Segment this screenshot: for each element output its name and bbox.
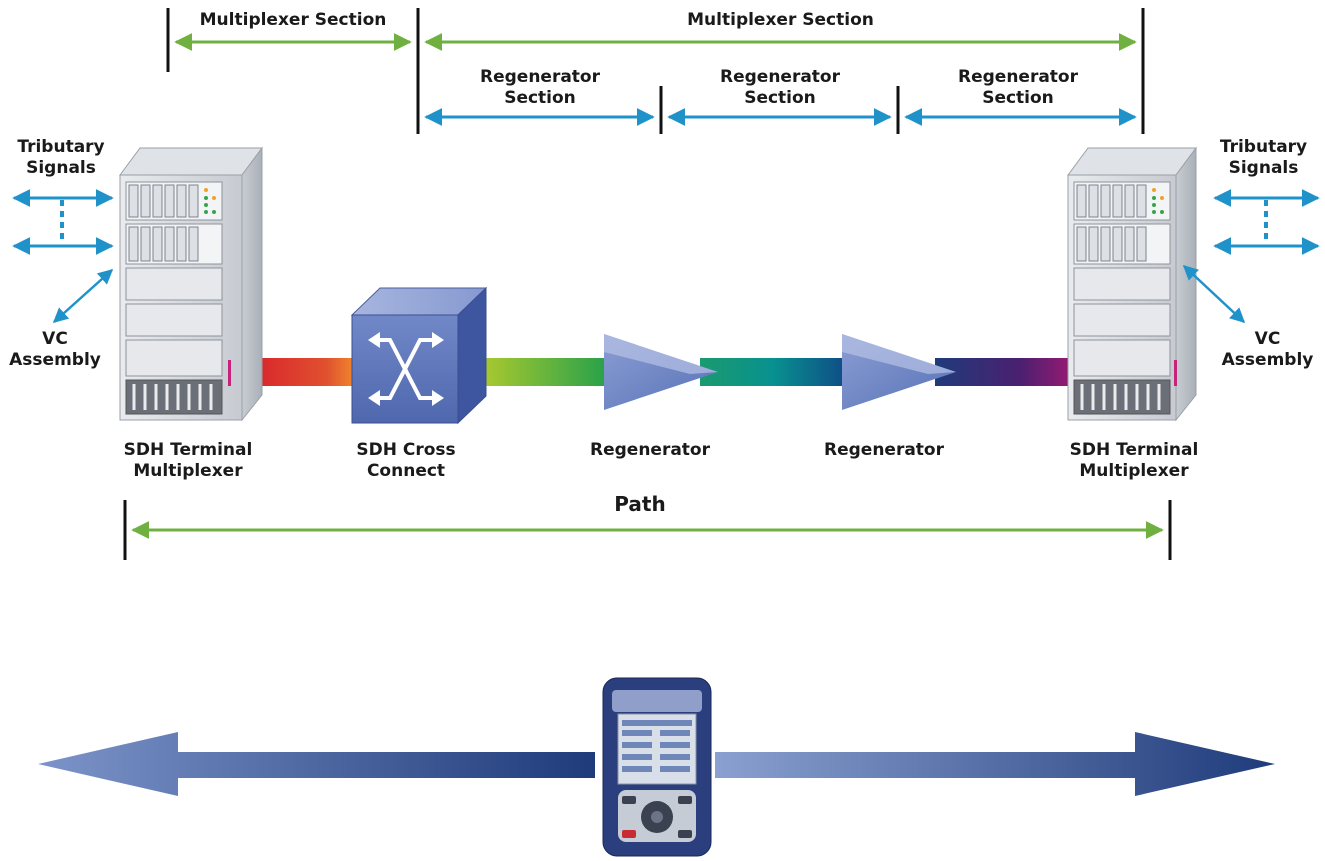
- line-segment-2: [484, 358, 604, 386]
- regenerator-section-label-2: Regenerator Section: [720, 67, 840, 108]
- line-segment-3: [700, 358, 845, 386]
- sdh-terminal-multiplexer-left-rack: [119, 146, 263, 422]
- regenerator-1-triangle: [604, 334, 718, 410]
- regenerator-section-label-3: Regenerator Section: [958, 67, 1078, 108]
- right-big-arrow: [715, 732, 1275, 796]
- multiplexer-section-label-right: Multiplexer Section: [687, 10, 874, 30]
- regenerator-section-label-1: Regenerator Section: [480, 67, 600, 108]
- handheld-tester: [602, 677, 712, 857]
- tributary-signals-label-left: Tributary Signals: [17, 137, 105, 178]
- multiplexer-section-label-left: Multiplexer Section: [199, 10, 387, 30]
- left-big-arrow: [38, 732, 595, 796]
- sdh-terminal-multiplexer-label-right: SDH Terminal Multiplexer: [1069, 440, 1199, 481]
- left-tributary-arrows: [12, 189, 114, 324]
- sdh-terminal-multiplexer-label-left: SDH Terminal Multiplexer: [123, 440, 253, 481]
- cross-arrows-icon: [372, 338, 438, 400]
- regenerator-label-2: Regenerator: [824, 440, 944, 460]
- line-segment-1: [256, 358, 356, 386]
- regenerator-label-1: Regenerator: [590, 440, 710, 460]
- sdh-cross-connect-label: SDH Cross Connect: [356, 440, 456, 481]
- sdh-cross-connect-cube: [350, 286, 488, 425]
- vc-assembly-label-left: VC Assembly: [9, 329, 101, 370]
- sdh-terminal-multiplexer-right-rack: [1067, 146, 1197, 422]
- line-segment-4: [935, 358, 1075, 386]
- right-tributary-arrows: [1182, 189, 1320, 324]
- vc-assembly-label-right: VC Assembly: [1221, 329, 1314, 370]
- tributary-signals-label-right: Tributary Signals: [1219, 137, 1308, 178]
- path-label: Path: [614, 492, 666, 516]
- regenerator-2-triangle: [842, 334, 956, 410]
